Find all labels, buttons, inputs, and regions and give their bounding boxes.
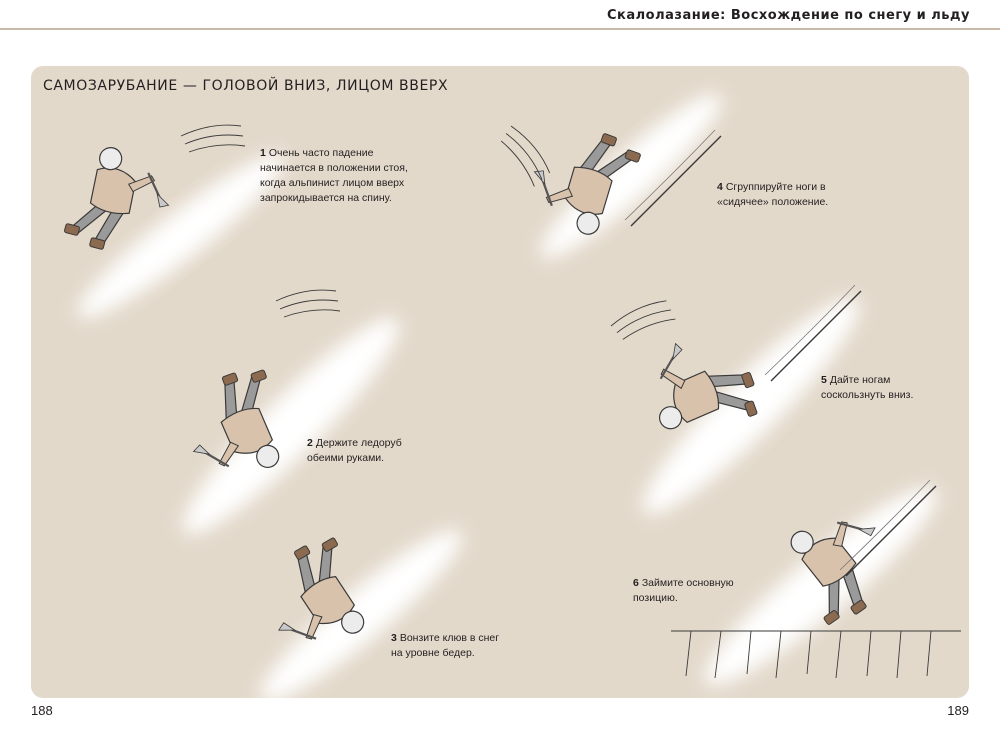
page-number-right: 189	[947, 703, 969, 718]
motion-lines-2	[275, 289, 341, 318]
motion-lines-5	[607, 298, 678, 342]
page-number-left: 188	[31, 703, 53, 718]
step-1-text: Очень часто падение начинается в положен…	[260, 147, 408, 204]
step-5-text: Дайте ногам соскользнуть вниз.	[821, 374, 914, 401]
self-arrest-illustrations	[61, 94, 961, 698]
motion-lines-1	[180, 124, 246, 153]
snow-glow-6	[704, 487, 938, 685]
illustration-panel: САМОЗАРУБАНИЕ — ГОЛОВОЙ ВНИЗ, ЛИЦОМ ВВЕР…	[31, 66, 969, 698]
step-6-text: Займите основную позицию.	[633, 577, 734, 604]
header-rule	[0, 28, 1000, 30]
step-2-text: Держите ледоруб обеими руками.	[307, 437, 402, 464]
step-3-text: Вонзите клюв в снег на уровне бедер.	[391, 632, 500, 659]
step-3-number: 3	[391, 632, 397, 644]
step-2-number: 2	[307, 437, 313, 449]
ice-cracks	[671, 630, 961, 679]
step-1-number: 1	[260, 147, 266, 159]
snow-glow-3	[260, 530, 462, 698]
step-5-number: 5	[821, 374, 827, 386]
snow-glow-2	[183, 318, 399, 534]
step-4-text: Сгруппируйте ноги в «сидячее» положение.	[717, 181, 829, 208]
step-4-number: 4	[717, 181, 723, 193]
step-6-number: 6	[633, 577, 639, 589]
panel-title: САМОЗАРУБАНИЕ — ГОЛОВОЙ ВНИЗ, ЛИЦОМ ВВЕР…	[43, 78, 449, 94]
snow-glow-4	[540, 94, 722, 258]
running-head: Скалолазание: Восхождение по снегу и льд…	[607, 8, 970, 23]
snow-glow-1	[77, 154, 285, 318]
